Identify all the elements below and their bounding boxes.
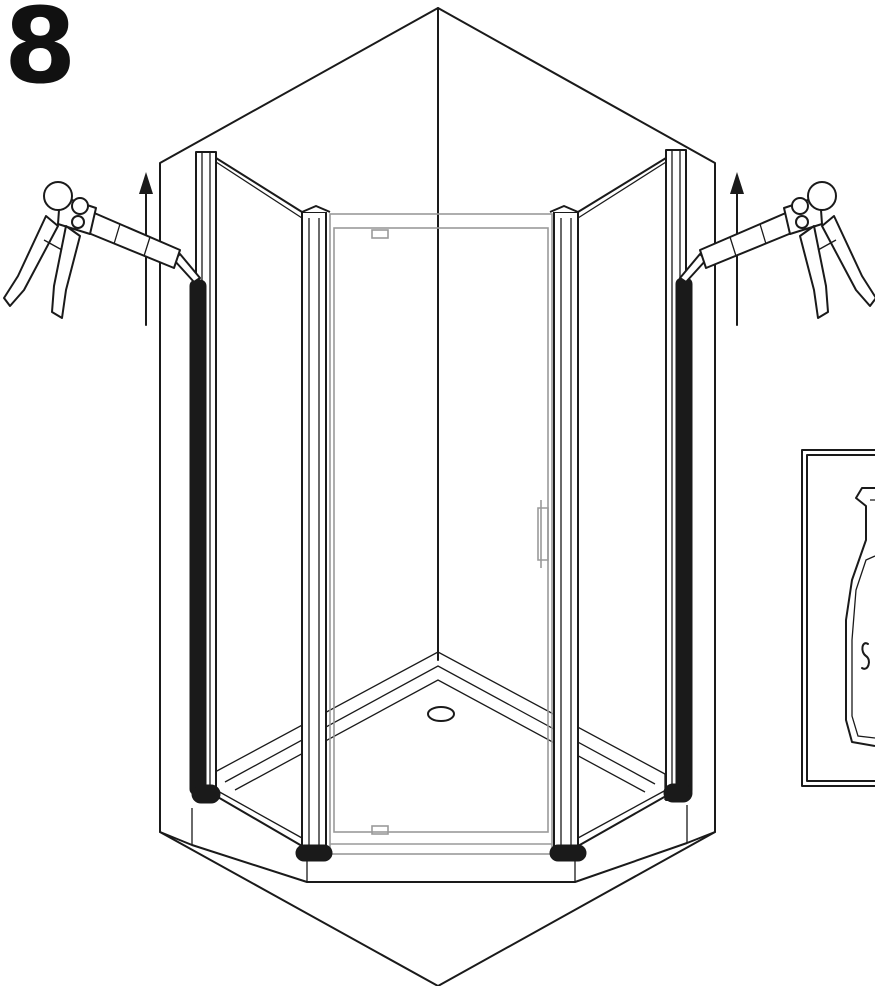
left-door-post (301, 211, 327, 851)
pivot-door-frame (329, 213, 553, 855)
right-panel-top (577, 157, 667, 213)
arrow-up-right-icon (730, 172, 744, 326)
caulking-gun-left-icon (3, 181, 201, 319)
left-sealant-bead (189, 279, 207, 796)
drain-icon (427, 706, 455, 722)
pivot-door-glass (333, 227, 549, 833)
room-outline (159, 7, 716, 986)
right-door-post (553, 211, 579, 851)
right-corner-sealant (663, 783, 693, 803)
door-top-hinge (371, 229, 389, 239)
tray-edges (191, 805, 688, 882)
right-panel-top-inner (577, 161, 667, 219)
right-post-sealant (549, 844, 587, 862)
left-profile-grooves (201, 152, 211, 800)
door-handle-icon (537, 500, 549, 568)
right-post-grooves (560, 218, 572, 846)
right-profile-grooves (671, 150, 681, 800)
tray-inner-rim (214, 651, 666, 793)
cleaner-box (801, 449, 875, 787)
door-bottom-hinge (371, 825, 389, 835)
cleaner-spray-bottle-icon (845, 487, 875, 747)
left-post-cap (301, 205, 331, 213)
step-number: 8 (4, 0, 76, 107)
left-corner-sealant (191, 784, 221, 804)
left-panel-bottom (215, 795, 303, 847)
left-post-sealant (295, 844, 333, 862)
shower-tray-base (159, 831, 716, 883)
right-panel-bottom-inner (577, 789, 667, 839)
left-panel-top (215, 157, 303, 213)
right-post-cap (549, 205, 579, 213)
caulking-gun-right-icon (679, 181, 875, 319)
left-panel-top-inner (215, 161, 303, 219)
right-panel-bottom (577, 795, 667, 847)
right-sealant-bead (675, 277, 693, 797)
left-panel-bottom-inner (215, 789, 303, 839)
left-post-grooves (308, 218, 320, 846)
tray-rim-sides (214, 772, 666, 800)
